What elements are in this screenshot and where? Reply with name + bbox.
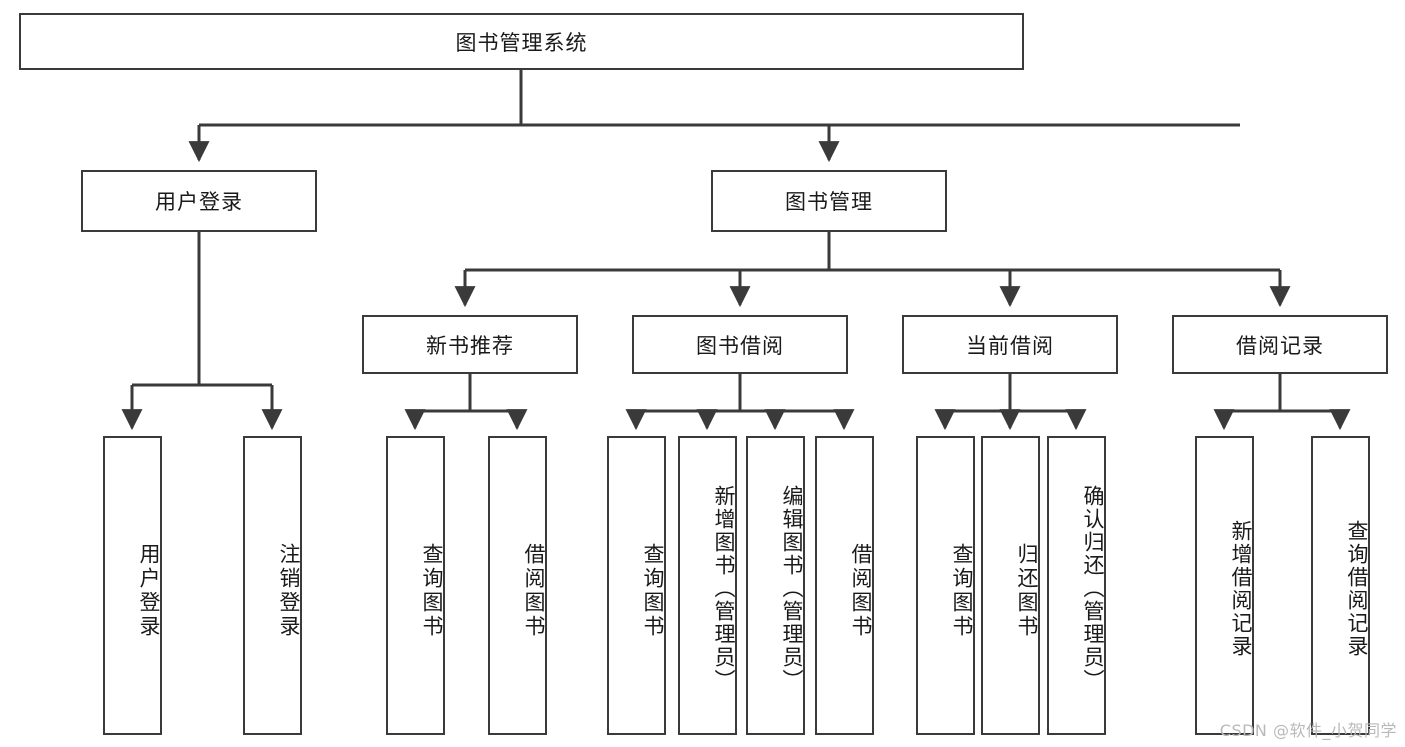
- node-label: 查询图书: [641, 542, 665, 639]
- leaf-borrow-record-add-record[interactable]: 新增借阅记录: [1195, 436, 1254, 735]
- node-label: 图书管理系统: [455, 30, 588, 55]
- leaf-current-borrow-query-book[interactable]: 查询图书: [916, 436, 975, 735]
- leaf-user-login-login[interactable]: 用户登录: [103, 436, 162, 735]
- node-label: 新增图书（管理员）: [712, 485, 736, 692]
- leaf-new-book-borrow-book[interactable]: 借阅图书: [488, 436, 547, 735]
- node-book-borrow[interactable]: 图书借阅: [632, 315, 848, 374]
- node-label: 归还图书: [1015, 542, 1039, 639]
- node-label: 图书借阅: [696, 333, 784, 358]
- node-label: 新书推荐: [426, 333, 514, 358]
- node-book-management[interactable]: 图书管理: [711, 170, 947, 232]
- node-label: 借阅记录: [1236, 333, 1324, 358]
- node-new-book-recommend[interactable]: 新书推荐: [362, 315, 578, 374]
- node-root-book-management-system[interactable]: 图书管理系统: [19, 13, 1024, 70]
- leaf-new-book-query-book[interactable]: 查询图书: [386, 436, 445, 735]
- node-label: 借阅图书: [849, 542, 873, 639]
- node-label: 当前借阅: [966, 333, 1054, 358]
- leaf-current-borrow-return-book[interactable]: 归还图书: [981, 436, 1040, 735]
- node-label: 新增借阅记录: [1229, 519, 1253, 658]
- node-label: 图书管理: [785, 190, 873, 214]
- node-borrow-record[interactable]: 借阅记录: [1172, 315, 1388, 374]
- node-label: 编辑图书（管理员）: [780, 485, 804, 692]
- node-label: 用户登录: [137, 542, 161, 639]
- node-label: 注销登录: [277, 542, 301, 639]
- node-current-borrow[interactable]: 当前借阅: [902, 315, 1118, 374]
- node-label: 查询借阅记录: [1345, 519, 1369, 658]
- leaf-book-borrow-query-book[interactable]: 查询图书: [607, 436, 666, 735]
- node-label: 借阅图书: [522, 542, 546, 639]
- leaf-book-borrow-add-book-admin[interactable]: 新增图书（管理员）: [678, 436, 737, 735]
- leaf-user-login-logout[interactable]: 注销登录: [243, 436, 302, 735]
- leaf-borrow-record-query-record[interactable]: 查询借阅记录: [1311, 436, 1370, 735]
- node-label: 用户登录: [155, 190, 243, 214]
- node-label: 查询图书: [950, 542, 974, 639]
- node-user-login[interactable]: 用户登录: [81, 170, 317, 232]
- leaf-book-borrow-borrow-book[interactable]: 借阅图书: [815, 436, 874, 735]
- leaf-book-borrow-edit-book-admin[interactable]: 编辑图书（管理员）: [746, 436, 805, 735]
- node-label: 确认归还（管理员）: [1081, 485, 1105, 692]
- leaf-current-borrow-confirm-return-admin[interactable]: 确认归还（管理员）: [1047, 436, 1106, 735]
- node-label: 查询图书: [420, 542, 444, 639]
- csdn-watermark: CSDN @软件_小贺同学: [1219, 721, 1397, 740]
